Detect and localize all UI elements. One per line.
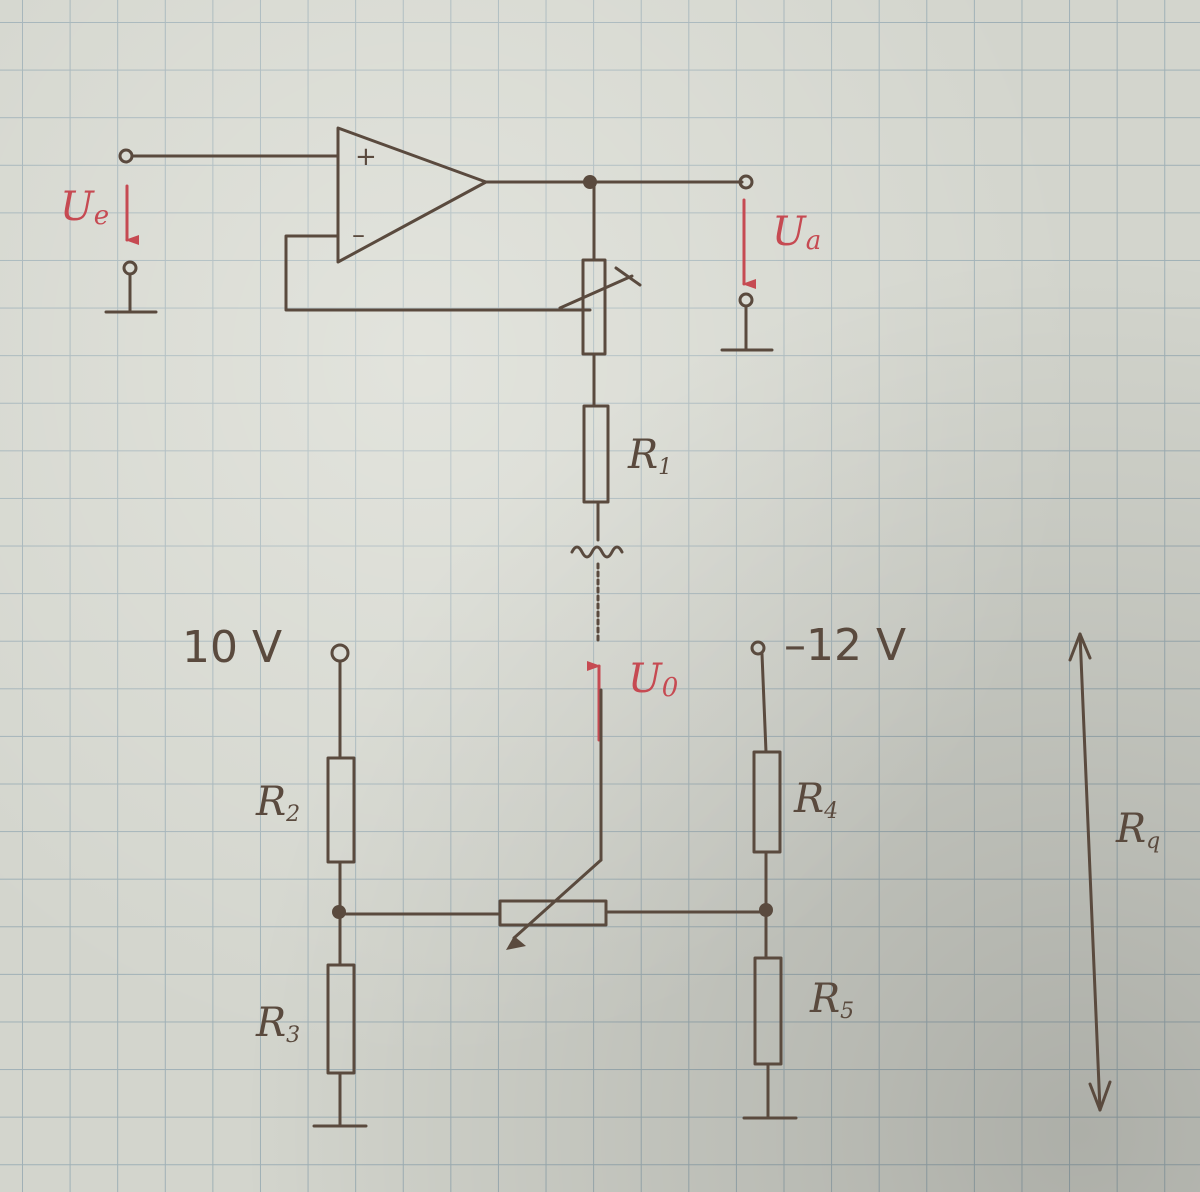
bridge-potentiometer — [338, 858, 768, 950]
right-divider: –12 V R4 R5 — [742, 620, 906, 1120]
rq-arrow-head-top — [1068, 632, 1092, 662]
r4-label: R4 — [793, 776, 838, 824]
input-terminal-bottom — [122, 260, 138, 276]
feedback-chain: R1 U0 — [558, 180, 678, 862]
resistor-r3 — [326, 963, 356, 1075]
node-right — [759, 903, 773, 917]
rq-label: Rq — [1115, 806, 1160, 854]
zero-pot-wiper-head — [506, 936, 526, 950]
supply-negative-terminal — [750, 640, 766, 656]
wire-break-symbol — [570, 545, 624, 559]
zero-pot-wiper — [512, 858, 603, 940]
ue-label: Ue — [60, 184, 109, 231]
resistor-r5 — [753, 956, 783, 1066]
output-terminal-top — [738, 174, 754, 190]
input-port: Ue — [60, 148, 340, 314]
opamp-minus-sign: – — [352, 220, 365, 250]
supply-positive-label: 10 V — [182, 622, 282, 673]
opamp-plus-sign: + — [355, 142, 377, 172]
feedback-wire — [284, 234, 592, 312]
supply-negative-label: –12 V — [784, 620, 906, 671]
rq-indicator: Rq — [1068, 632, 1160, 1112]
left-divider: 10 V R2 R3 — [182, 622, 368, 1128]
u0-label: U0 — [628, 656, 678, 703]
wire-12v-r4 — [760, 652, 768, 754]
r5-label: R5 — [809, 976, 854, 1024]
output-terminal-bottom — [738, 292, 754, 308]
r1-label: R1 — [627, 432, 672, 480]
supply-positive-terminal — [330, 643, 350, 663]
r3-label: R3 — [255, 1000, 300, 1048]
rq-double-arrow — [1078, 632, 1102, 1112]
input-terminal-top — [118, 148, 134, 164]
resistor-r4 — [752, 750, 782, 854]
opamp: + – — [336, 126, 488, 264]
pot-wiper-arrow — [558, 274, 634, 310]
ua-label: Ua — [772, 209, 821, 256]
resistor-r1 — [582, 404, 610, 504]
rq-arrow-head-bottom — [1088, 1080, 1112, 1112]
opamp-triangle — [336, 126, 488, 264]
output-port: Ua — [484, 174, 821, 352]
r2-label: R2 — [255, 779, 300, 827]
pot-wiper-tick — [614, 266, 642, 287]
node-left — [332, 905, 346, 919]
feedback-potentiometer — [581, 258, 607, 356]
resistor-r2 — [326, 756, 356, 864]
